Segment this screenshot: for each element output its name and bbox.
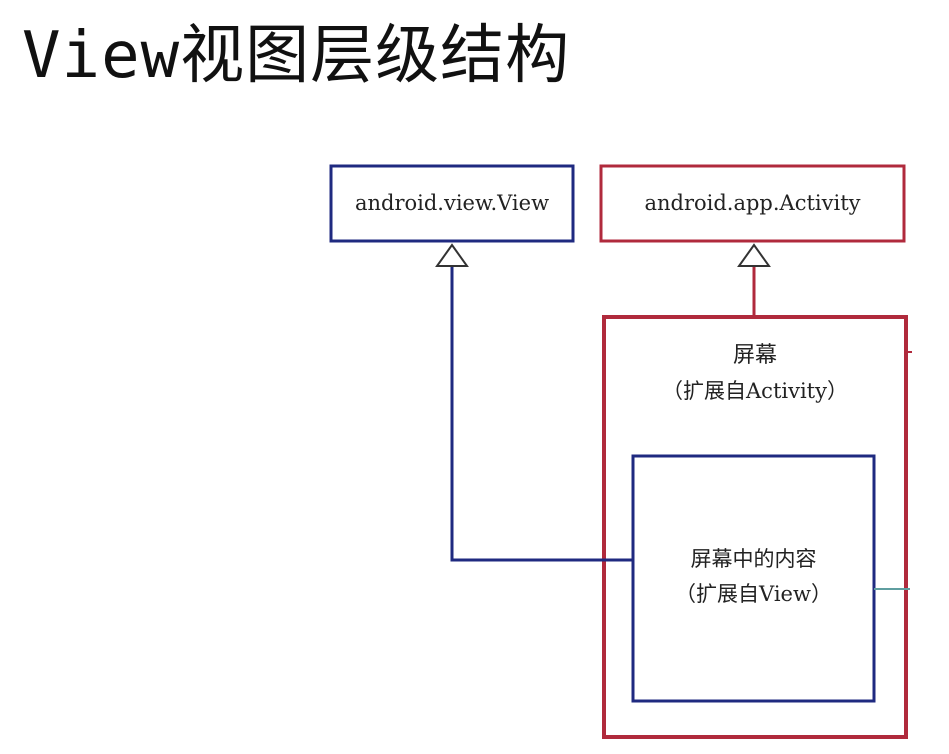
content-box — [631, 454, 876, 703]
content-label-line2: （扩展自View） — [675, 582, 832, 606]
screen-label-line2: （扩展自Activity） — [662, 379, 848, 403]
view-inheritance-arrow — [435, 243, 469, 267]
activity-inheritance-arrow — [737, 243, 771, 267]
screen-label-line1: 屏幕 — [732, 343, 777, 368]
view-class-box — [329, 164, 575, 243]
activity-class-label: android.app.Activity — [644, 191, 861, 215]
activity-class-box — [599, 164, 906, 243]
view-inheritance-line — [450, 266, 633, 562]
view-class-label: android.view.View — [354, 191, 550, 215]
content-label-line1: 屏幕中的内容 — [690, 547, 817, 571]
page-title: View视图层级结构 — [22, 19, 571, 93]
